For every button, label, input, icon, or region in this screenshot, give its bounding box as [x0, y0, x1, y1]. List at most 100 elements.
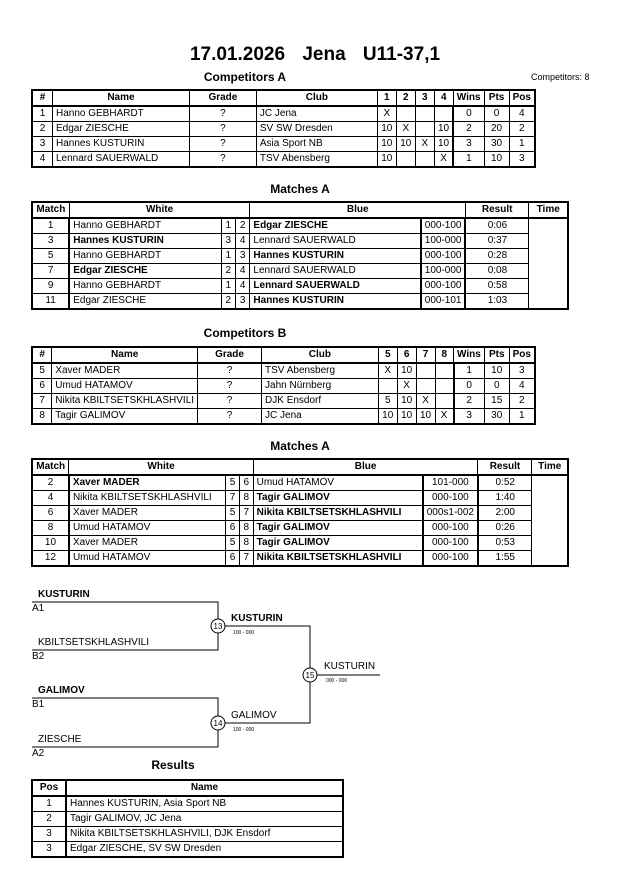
column-header: Grade: [188, 89, 257, 107]
white-name: Hanno GEBHARDT: [68, 278, 222, 294]
competitors-b-title: Competitors B: [203, 326, 287, 340]
column-header: Pts: [483, 89, 510, 107]
match-13-number: 13: [214, 622, 223, 631]
table-cell: 5: [377, 393, 398, 409]
match-result: 000-100: [422, 550, 479, 567]
results-title: Results: [151, 758, 195, 772]
column-header: 2: [395, 89, 416, 107]
match-number: 12: [31, 550, 70, 567]
match-14-circle: [210, 715, 226, 731]
column-header: #: [31, 89, 53, 107]
result-position: 1: [31, 795, 67, 812]
table-cell: 30: [483, 136, 510, 152]
semi2-winner: GALIMOV: [231, 710, 277, 721]
white-number: 5: [225, 505, 240, 521]
match-result: 000-100: [422, 535, 479, 551]
white-number: 2: [220, 293, 236, 310]
match-time: 1:55: [477, 550, 533, 567]
page-title: 17.01.2026 Jena U11-37,1: [0, 44, 630, 66]
match-14-number: 14: [214, 719, 223, 728]
column-header-match: Match: [31, 201, 70, 219]
final-score: 000 - 000: [326, 678, 347, 684]
semi2-top-seed: B1: [32, 699, 45, 710]
matches-a-title: Matches A: [270, 182, 330, 196]
semi2-score: 100 - 000: [233, 727, 254, 733]
table-cell: Hannes KUSTURIN: [51, 136, 190, 152]
blue-name: Lennard SAUERWALD: [249, 278, 422, 294]
column-header: 5: [377, 346, 398, 364]
semi1-top-name: KUSTURIN: [38, 589, 90, 600]
table-cell: 10: [377, 408, 398, 425]
table-cell: 4: [31, 151, 53, 168]
table-cell: 3: [508, 151, 536, 168]
table-cell: 3: [452, 136, 485, 152]
column-header: Grade: [197, 346, 263, 364]
match-number: 9: [31, 278, 71, 294]
table-cell: 10: [396, 393, 417, 409]
table-cell: 10: [415, 408, 436, 425]
white-name: Xaver MADER: [68, 535, 227, 551]
competitors-count: Competitors: 8: [531, 72, 590, 82]
column-header-result: Result: [464, 201, 530, 219]
match-number: 11: [31, 293, 71, 310]
column-header-blue: Blue: [252, 458, 479, 476]
column-header: 7: [415, 346, 436, 364]
table-cell: 4: [508, 378, 536, 394]
result-name: Edgar ZIESCHE, SV SW Dresden: [65, 841, 344, 858]
white-number: 5: [225, 535, 240, 551]
table-cell: ?: [197, 408, 263, 425]
match-result: 101-000: [422, 474, 479, 491]
table-cell: X: [433, 151, 454, 168]
semi1-top-seed: A1: [32, 603, 45, 614]
table-cell: 2: [452, 393, 485, 409]
table-cell: 15: [483, 393, 510, 409]
match-time: 0:58: [464, 278, 530, 294]
column-header: Pos: [508, 89, 536, 107]
match-15-circle: [302, 667, 318, 683]
column-header: Club: [255, 89, 378, 107]
matches-b-title: Matches A: [270, 439, 330, 453]
blue-number: 4: [234, 278, 251, 294]
result-name: Tagir GALIMOV, JC Jena: [65, 811, 344, 827]
white-name: Edgar ZIESCHE: [68, 293, 222, 310]
semi2-top-name: GALIMOV: [38, 685, 85, 696]
table-cell: 3: [452, 408, 485, 425]
table-cell: 10: [483, 151, 510, 168]
white-name: Umud HATAMOV: [68, 550, 227, 567]
table-cell: JC Jena: [261, 408, 379, 425]
result-name: Nikita KBILTSETSKHLASHVILI, DJK Ensdorf: [65, 826, 344, 842]
column-header: Club: [261, 346, 379, 364]
match-time: 1:03: [464, 293, 530, 310]
column-header: Pos: [508, 346, 536, 364]
table-cell: X: [377, 362, 398, 379]
table-cell: 10: [396, 408, 417, 425]
blue-name: Hannes KUSTURIN: [249, 293, 422, 310]
semi1-score: 100 - 000: [233, 630, 254, 636]
table-cell: ?: [188, 136, 257, 152]
table-cell: X: [415, 393, 436, 409]
table-cell: TSV Abensberg: [255, 151, 378, 168]
column-header: 1: [376, 89, 397, 107]
match-13-circle: [210, 618, 226, 634]
